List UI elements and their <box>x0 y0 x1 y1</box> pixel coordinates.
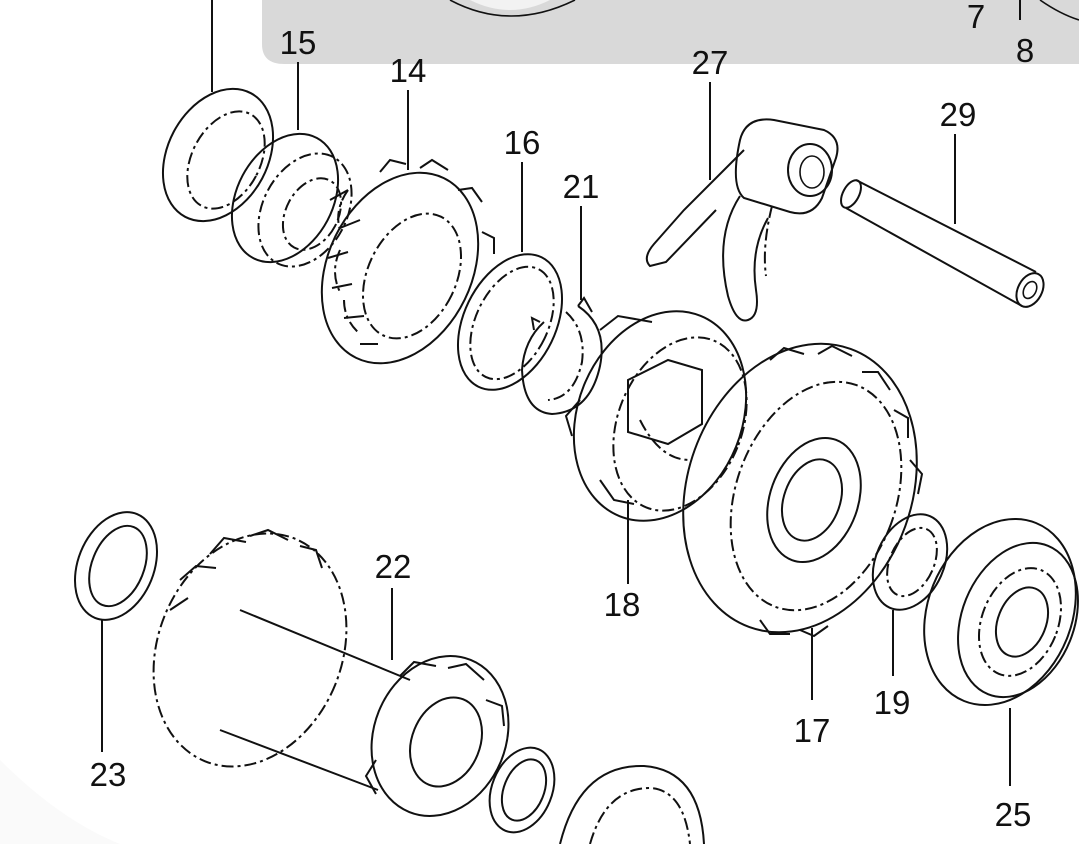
callout-7: 7 <box>967 0 985 35</box>
gear-17 <box>644 311 956 666</box>
leader-lines <box>101 0 1021 786</box>
washer-23 <box>60 500 172 632</box>
callout-21: 21 <box>563 168 600 205</box>
callout-8: 8 <box>1016 32 1034 69</box>
circlip-21 <box>522 298 602 414</box>
gear-14 <box>291 147 508 390</box>
shaft-29 <box>837 177 1049 312</box>
callout-22: 22 <box>375 548 412 585</box>
dog-hub-18 <box>544 285 777 547</box>
callout-14: 14 <box>390 52 427 89</box>
callout-18: 18 <box>604 586 641 623</box>
callout-19: 19 <box>874 684 911 721</box>
oil-seal <box>141 70 295 241</box>
callout-27: 27 <box>692 44 729 81</box>
bushing-15 <box>211 115 371 282</box>
callout-29: 29 <box>940 96 977 133</box>
lower-bearing <box>560 766 704 844</box>
callout-23: 23 <box>90 756 127 793</box>
corner-shade <box>0 760 120 844</box>
lower-washer <box>478 738 567 842</box>
callout-17: 17 <box>794 712 831 749</box>
shift-fork-27 <box>647 119 838 320</box>
callout-16: 16 <box>504 124 541 161</box>
inset-panel <box>262 0 1079 64</box>
washer-19 <box>859 502 962 621</box>
bearing-25 <box>897 496 1079 728</box>
snap-ring-16 <box>437 237 583 407</box>
callout-25: 25 <box>995 796 1032 833</box>
gear-shaft-22 <box>120 504 532 836</box>
callout-15: 15 <box>280 24 317 61</box>
callout-labels: 7 8 14 15 16 17 18 19 21 22 23 25 27 29 <box>90 0 1035 833</box>
